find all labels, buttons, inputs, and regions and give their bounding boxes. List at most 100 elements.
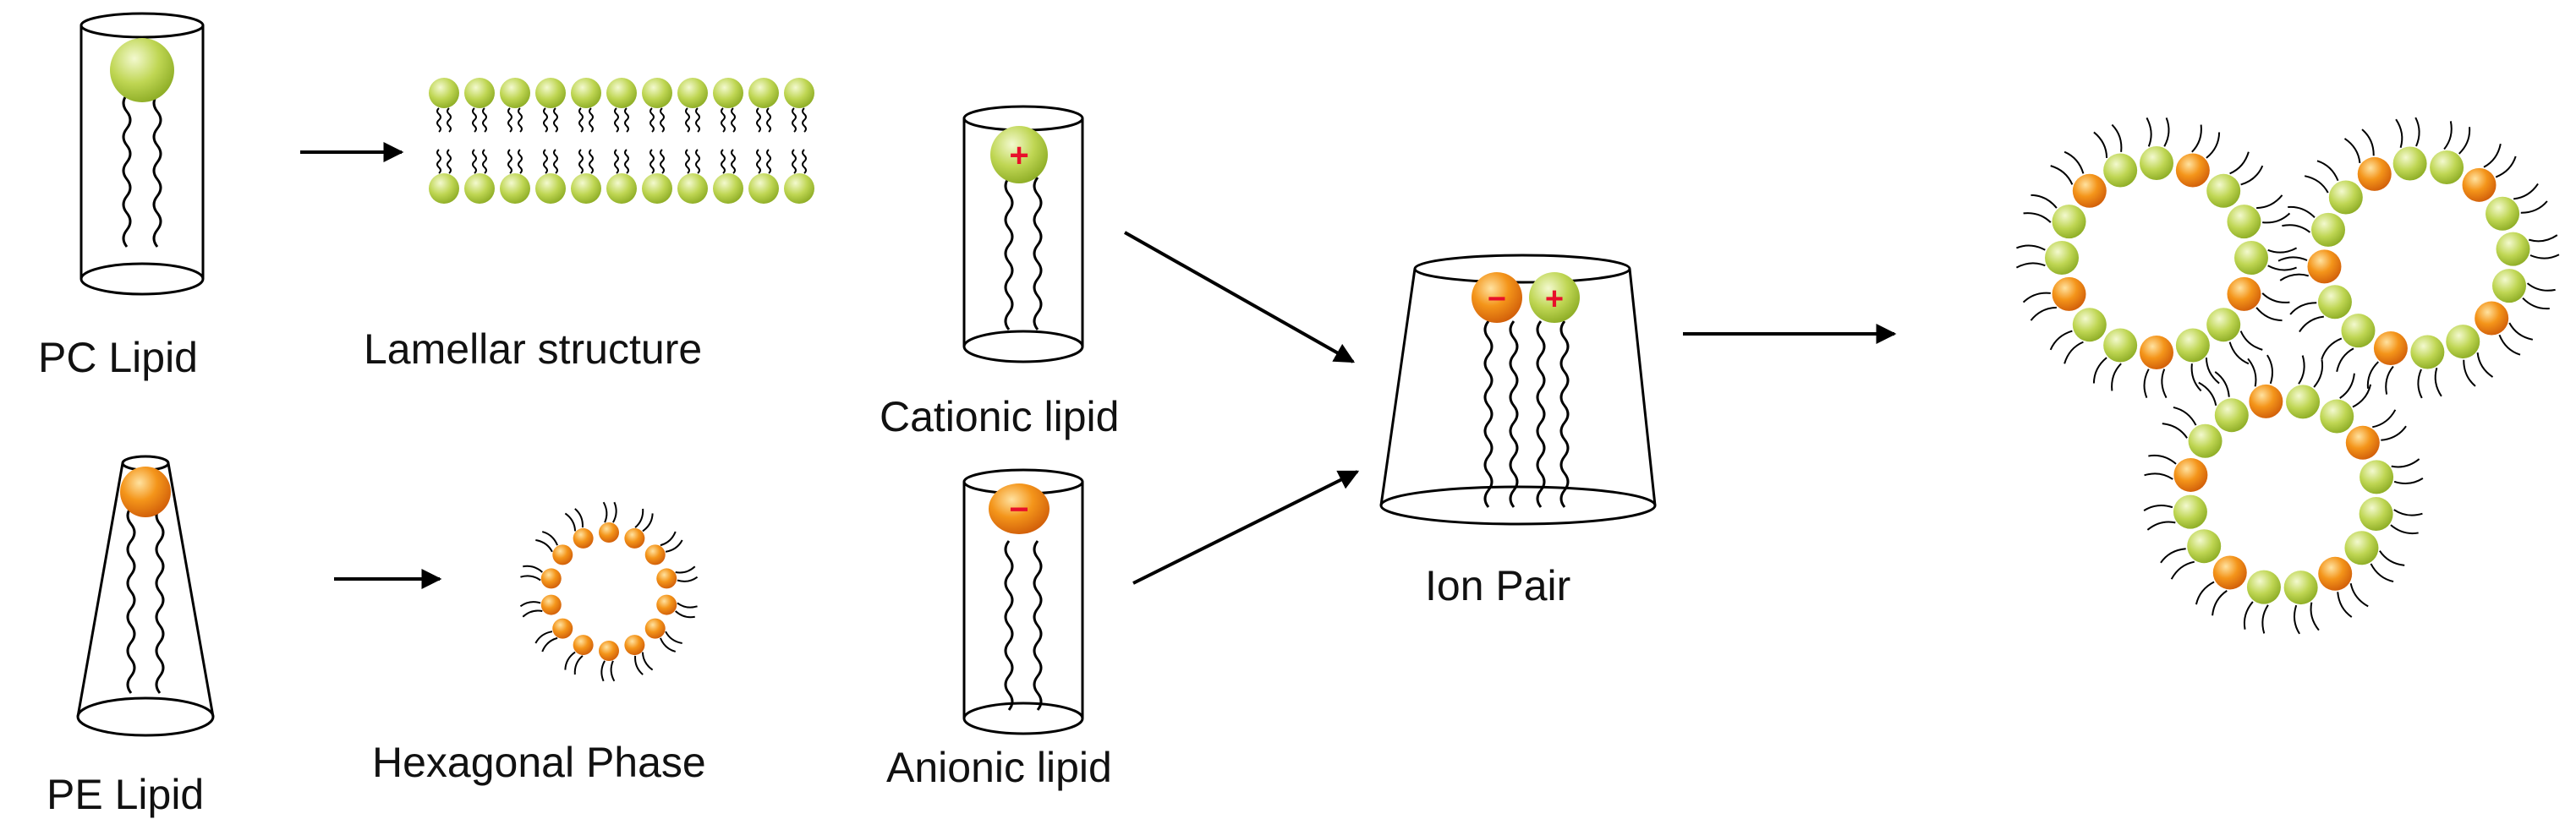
aggregate-tail	[2339, 373, 2355, 399]
cationic-head-group: +	[990, 126, 1048, 183]
pc-lipid-cylinder	[79, 12, 205, 296]
aggregate-cationic-head	[2496, 232, 2530, 266]
lamellar-head	[535, 78, 566, 108]
aggregate-cationic-head	[2360, 460, 2394, 494]
aggregate-tail	[2243, 601, 2254, 630]
aggregate-tail	[2434, 367, 2442, 397]
hexagonal-tail	[660, 531, 677, 547]
aggregate-tail	[2366, 361, 2379, 389]
aggregate-tail	[2267, 265, 2297, 271]
aggregate-tail	[2336, 347, 2354, 373]
lamellar-tail	[589, 149, 594, 174]
aggregate-tail	[2414, 117, 2420, 147]
tail	[155, 506, 165, 694]
aggregate-tail	[2161, 369, 2168, 399]
hexagonal-tail	[677, 576, 699, 582]
aggregate-cationic-head	[2227, 205, 2261, 239]
aggregate-anionic-head	[2140, 336, 2173, 369]
plus-sign: +	[1009, 137, 1028, 174]
tail	[1509, 320, 1519, 508]
aggregate-tail	[2476, 352, 2494, 378]
tail	[1559, 320, 1570, 508]
hexagonal-head	[599, 641, 619, 661]
aggregate-cationic-head	[2317, 285, 2352, 319]
lamellar-head	[606, 173, 637, 204]
aggregate-tail	[2143, 504, 2173, 511]
cationic-lipid-cylinder	[962, 105, 1084, 363]
aggregate-tail	[2144, 472, 2173, 480]
ion-pair-anionic-head: −	[1472, 272, 1522, 323]
aggregate-tail	[2277, 256, 2308, 262]
aggregate-tail	[2016, 244, 2046, 251]
hexagonal-tail	[610, 660, 616, 682]
aggregate-tail	[2298, 355, 2305, 385]
aggregate-cationic-head	[2344, 531, 2379, 565]
aggregate-anionic-head	[2173, 457, 2208, 492]
lamellar-tail	[802, 149, 807, 174]
lamellar-head	[713, 173, 743, 204]
lamellar-head	[677, 78, 708, 108]
aggregate-tail	[2050, 165, 2074, 185]
aggregate-tail	[2417, 369, 2423, 399]
aggregate-tail	[2495, 156, 2517, 178]
aggregate-tail	[2247, 358, 2257, 387]
aggregate-tail	[2288, 205, 2316, 218]
aggregate-tail	[2385, 365, 2394, 395]
hexagonal-tail	[541, 531, 558, 546]
lamellar-head	[500, 78, 530, 108]
aggregate-tail	[2266, 354, 2274, 385]
aggregate-tail	[2173, 406, 2197, 426]
lamellar-tail	[436, 149, 441, 174]
aggregate-cationic-head	[2214, 398, 2249, 433]
aggregate-tail	[2143, 369, 2150, 398]
lamellar-head	[535, 173, 566, 204]
aggregate-tail	[2458, 127, 2471, 155]
aggregate-tail	[2370, 563, 2394, 583]
hexagonal-tail	[675, 565, 696, 574]
lamellar-tail	[721, 149, 726, 174]
aggregate-cationic-head	[2491, 269, 2526, 303]
lamellar-tail	[766, 149, 771, 174]
aggregate-tail	[2381, 425, 2407, 441]
aggregate-cationic-head	[2486, 196, 2520, 231]
aggregate-tail	[2289, 302, 2317, 315]
aggregate-cationic-head	[2206, 308, 2241, 342]
hexagonal-head	[540, 568, 562, 589]
lamellar-head	[429, 173, 459, 204]
hexagonal-head	[573, 527, 594, 549]
aggregate-tail	[2064, 150, 2085, 174]
lamellar-head	[606, 78, 637, 108]
aggregate-anionic-head	[2357, 156, 2392, 191]
aggregate-tail	[2299, 315, 2324, 333]
aggregate-anionic-head	[2373, 330, 2408, 365]
aggregate-tail	[2343, 138, 2361, 163]
aggregate-tail	[2146, 117, 2152, 147]
aggregate-anionic-head	[2212, 555, 2247, 590]
aggregate-tail	[2031, 194, 2058, 209]
hexagonal-head	[624, 635, 645, 656]
hexagonal-tail	[522, 609, 543, 618]
aggregate-tail	[2163, 117, 2170, 147]
aggregate-tail	[2279, 273, 2310, 281]
minus-sign: −	[1488, 281, 1506, 317]
tail	[122, 94, 132, 248]
aggregate-cationic-head	[2103, 153, 2138, 188]
lamellar-tail	[649, 149, 655, 174]
aggregate-tail	[2191, 124, 2202, 153]
aggregate-tail	[2205, 358, 2220, 385]
aggregate-tail	[2313, 359, 2324, 388]
aggregate-tail	[2282, 224, 2311, 233]
aggregate-tail	[2310, 602, 2320, 631]
tail	[1483, 320, 1494, 508]
aggregate-tail	[2304, 175, 2329, 194]
lamellar-tail	[802, 107, 807, 133]
hexagonal-head	[644, 618, 666, 639]
aggregate-cationic-head	[2392, 146, 2427, 181]
lamellar-tail	[695, 149, 700, 174]
aggregate-tail	[2023, 212, 2052, 223]
lamellar-tail	[624, 149, 629, 174]
lamellar-tail	[614, 107, 619, 133]
aggregate-anionic-head	[2072, 173, 2107, 208]
hexagonal-head	[599, 522, 619, 543]
aggregate-tail	[2261, 292, 2290, 303]
